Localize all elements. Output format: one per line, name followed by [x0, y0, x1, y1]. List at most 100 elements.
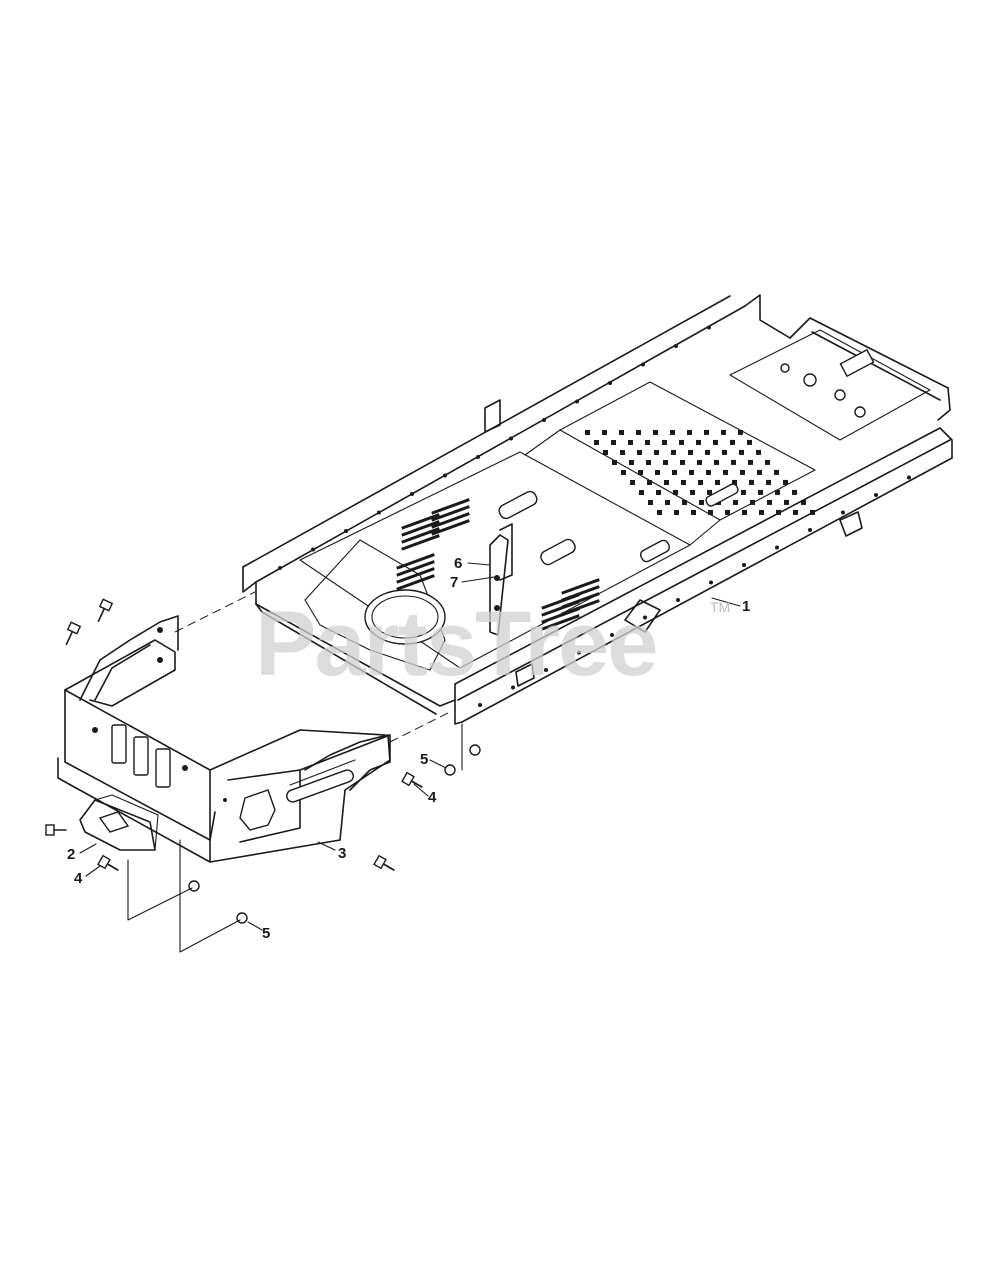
- floor-slot: [561, 578, 600, 595]
- perforation-hole: [759, 509, 764, 515]
- bolt-icon: [97, 854, 119, 871]
- nut-icon: [444, 764, 456, 776]
- rail-hole: [841, 510, 845, 515]
- floor-slot: [431, 505, 470, 522]
- perforation-hole: [645, 439, 650, 445]
- watermark-trademark: TM: [710, 599, 730, 615]
- hardware: [45, 598, 481, 924]
- bolt-icon: [373, 854, 395, 871]
- perforation-hole: [655, 469, 660, 475]
- floor-slot: [401, 520, 440, 537]
- perforation-hole: [776, 509, 781, 515]
- assembly-lines: [127, 591, 463, 953]
- callout-5: 5: [262, 925, 270, 942]
- perforation-hole: [775, 489, 780, 495]
- perforation-hole: [688, 449, 693, 455]
- rail-hole: [575, 399, 579, 404]
- leader-lines: [79, 562, 741, 931]
- callout-2: 2: [67, 846, 75, 863]
- perforation-hole: [602, 429, 607, 435]
- perforation-hole: [766, 479, 771, 485]
- perforation-hole: [708, 509, 713, 515]
- rail-hole: [643, 615, 647, 620]
- rail-hole: [443, 473, 447, 478]
- perforation-hole: [750, 499, 755, 505]
- perforation-hole: [594, 440, 599, 445]
- perforation-hole: [674, 509, 679, 515]
- callout-3: 3: [338, 845, 346, 862]
- perforation-hole: [670, 429, 675, 435]
- floor-slot: [396, 567, 435, 584]
- perforation-hole: [713, 439, 718, 445]
- perforation-hole: [741, 489, 746, 495]
- perforation-hole: [765, 459, 770, 465]
- perforation-hole: [653, 429, 658, 435]
- callout-4: 4: [74, 870, 83, 887]
- perforation-hole: [585, 430, 590, 435]
- perforation-hole: [715, 479, 720, 485]
- perforation-hole: [654, 449, 659, 455]
- perforation-hole: [738, 429, 743, 435]
- perforation-hole: [739, 449, 744, 455]
- rail-hole: [707, 325, 711, 330]
- perforation-hole: [731, 459, 736, 465]
- rail-hole: [542, 418, 546, 422]
- watermark: PartsTree TM: [255, 593, 730, 695]
- rail-hole: [509, 436, 513, 441]
- perforation-hole: [620, 449, 625, 455]
- perforation-hole: [689, 469, 694, 475]
- floor-slot: [401, 527, 440, 544]
- perforation-hole: [733, 499, 738, 505]
- perforation-hole: [619, 429, 624, 435]
- perforation-hole: [621, 470, 626, 475]
- perforation-hole: [707, 489, 712, 495]
- nut-icon: [188, 880, 200, 892]
- perforation-hole: [721, 429, 726, 435]
- floor-slot: [396, 574, 435, 591]
- callouts: 1 2 3 4 4 5 5 6 7: [67, 555, 750, 942]
- floor-slot: [561, 592, 600, 609]
- perforation-hole: [680, 459, 685, 465]
- perforation-hole: [706, 469, 711, 475]
- perforation-hole: [756, 449, 761, 455]
- perforation-hole: [648, 500, 653, 505]
- nut-icon: [469, 744, 481, 756]
- perforation-hole: [722, 449, 727, 455]
- perforation-hole: [696, 439, 701, 445]
- callout-7: 7: [450, 574, 458, 591]
- perforation-hole: [757, 469, 762, 475]
- perforation-hole: [628, 439, 633, 445]
- perforation-hole: [690, 489, 695, 495]
- rail-hole: [674, 344, 678, 348]
- perforation-hole: [730, 439, 735, 445]
- perforation-hole: [611, 439, 616, 445]
- floor-slot: [396, 553, 435, 570]
- rail-hole: [577, 650, 581, 655]
- perforation-hole: [682, 499, 687, 505]
- floor-slot: [401, 513, 440, 530]
- bolt-icon: [45, 824, 67, 836]
- perforation-hole: [742, 509, 747, 515]
- perforation-hole: [705, 449, 710, 455]
- perforation-hole: [612, 460, 617, 465]
- rail-hole: [610, 633, 614, 637]
- perforation-hole: [673, 489, 678, 495]
- rail-hole: [278, 566, 282, 570]
- perforation-hole: [758, 489, 763, 495]
- perforation-hole: [793, 509, 798, 515]
- floor-slot: [431, 512, 470, 529]
- perforation-hole: [638, 469, 643, 475]
- perforation-hole: [603, 450, 608, 455]
- perforation-hole: [681, 479, 686, 485]
- perforation-hole: [656, 489, 661, 495]
- rail-hole: [377, 510, 381, 515]
- perforation-hole: [747, 439, 752, 445]
- perforation-hole: [704, 429, 709, 435]
- perforation-hole: [748, 459, 753, 465]
- perforation-hole: [639, 490, 644, 495]
- perforation-hole: [664, 479, 669, 485]
- rail-hole: [478, 703, 482, 707]
- perforation-hole: [657, 510, 662, 515]
- rail-hole: [907, 475, 911, 480]
- rail-hole: [410, 492, 414, 496]
